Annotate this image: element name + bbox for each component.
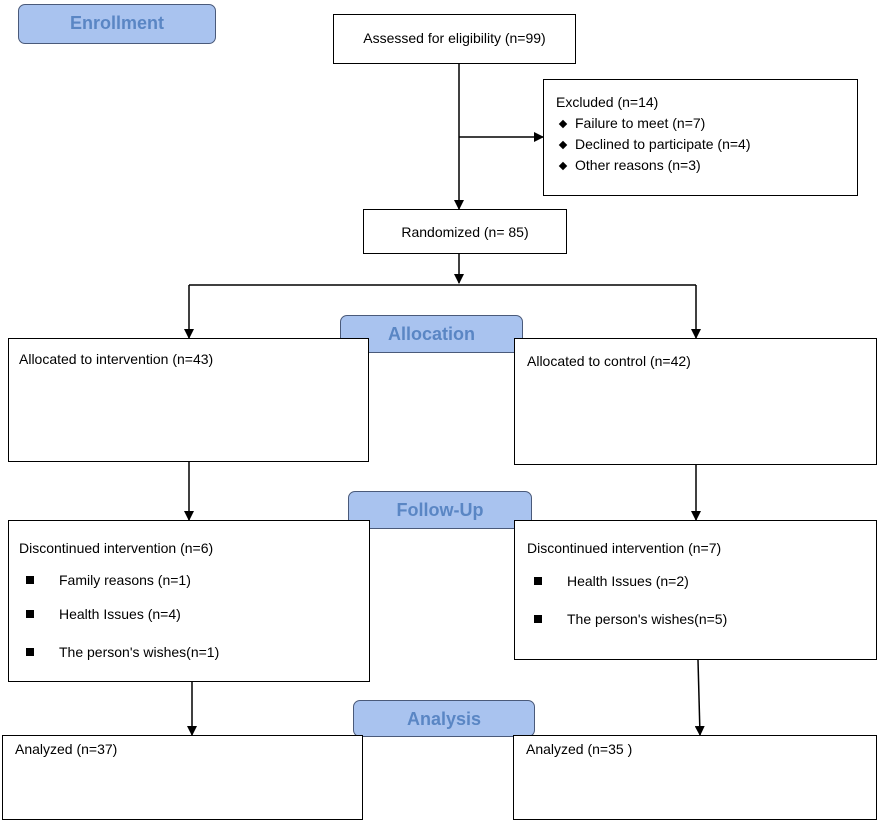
randomized-text: Randomized (n= 85) bbox=[401, 224, 529, 240]
excluded-reason: Failure to meet (n=7) bbox=[575, 115, 706, 131]
discontinued-reason: Health Issues (n=4) bbox=[59, 606, 181, 622]
stage-label-analysis: Analysis bbox=[353, 700, 535, 737]
allocated-control-box: Allocated to control (n=42) bbox=[514, 338, 877, 465]
discontinued-reason: Family reasons (n=1) bbox=[59, 572, 191, 588]
stage-label-enrollment: Enrollment bbox=[18, 4, 216, 44]
discontinued-reason: Health Issues (n=2) bbox=[567, 573, 689, 589]
discontinued-control-box: Discontinued intervention (n=7) Health I… bbox=[514, 520, 877, 660]
assessed-text: Assessed for eligibility (n=99) bbox=[363, 30, 546, 46]
excluded-box: Excluded (n=14) Failure to meet (n=7) De… bbox=[543, 79, 858, 196]
analyzed-control-text: Analyzed (n=35 ) bbox=[526, 741, 633, 757]
bullet-square-icon bbox=[534, 577, 542, 585]
discontinued-reason: The person's wishes(n=5) bbox=[567, 611, 728, 627]
stage-label-allocation: Allocation bbox=[340, 315, 523, 353]
allocated-intervention-text: Allocated to intervention (n=43) bbox=[19, 351, 214, 367]
bullet-diamond-icon bbox=[558, 161, 568, 171]
assessed-box: Assessed for eligibility (n=99) bbox=[333, 14, 576, 64]
analyzed-intervention-text: Analyzed (n=37) bbox=[15, 741, 118, 757]
randomized-box: Randomized (n= 85) bbox=[363, 209, 567, 254]
allocated-intervention-box: Allocated to intervention (n=43) bbox=[8, 338, 369, 462]
excluded-reason: Declined to participate (n=4) bbox=[575, 136, 751, 152]
excluded-title: Excluded (n=14) bbox=[556, 94, 659, 110]
stage-label-follow-up: Follow-Up bbox=[348, 491, 532, 529]
bullet-square-icon bbox=[26, 576, 34, 584]
bullet-square-icon bbox=[26, 648, 34, 656]
discontinued-intervention-title: Discontinued intervention (n=6) bbox=[19, 540, 214, 556]
allocated-control-text: Allocated to control (n=42) bbox=[527, 353, 691, 369]
discontinued-control-title: Discontinued intervention (n=7) bbox=[527, 540, 722, 556]
analyzed-control-box: Analyzed (n=35 ) bbox=[513, 735, 877, 820]
bullet-square-icon bbox=[534, 615, 542, 623]
bullet-diamond-icon bbox=[558, 140, 568, 150]
excluded-reason: Other reasons (n=3) bbox=[575, 157, 701, 173]
bullet-diamond-icon bbox=[558, 119, 568, 129]
analyzed-intervention-box: Analyzed (n=37) bbox=[2, 735, 363, 820]
discontinued-reason: The person's wishes(n=1) bbox=[59, 644, 220, 660]
connector-control-to-analyzed bbox=[694, 659, 705, 736]
bullet-square-icon bbox=[26, 610, 34, 618]
discontinued-intervention-box: Discontinued intervention (n=6) Family r… bbox=[8, 520, 370, 682]
